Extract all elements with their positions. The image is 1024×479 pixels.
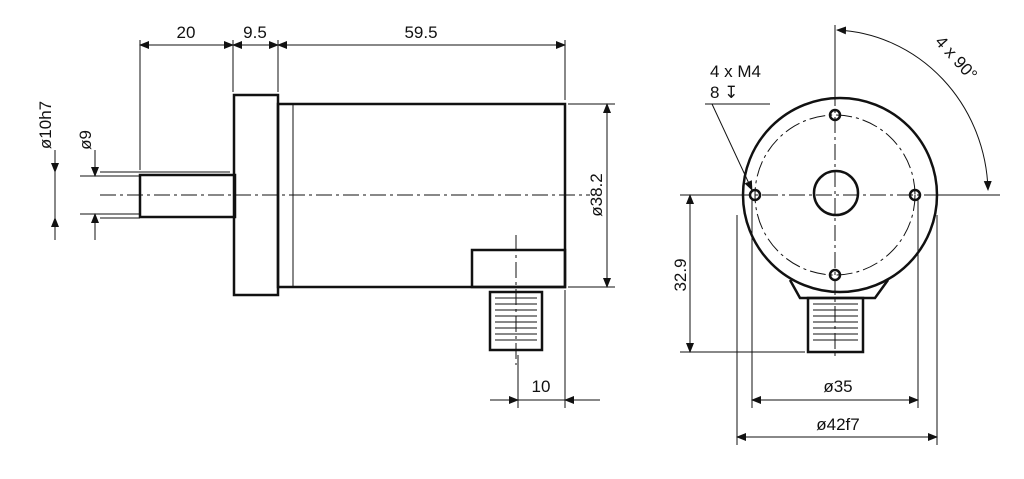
connector-housing [470, 248, 567, 289]
shaft [138, 173, 237, 219]
connector-thread [488, 235, 544, 365]
angle-label: 4 x 90° [931, 32, 981, 84]
dim-body-diameter: ø38.2 [587, 173, 606, 216]
dim-shaft-inner-diameter: ø9 [76, 130, 95, 150]
holes-label: 4 x M4 [710, 62, 761, 81]
bolt-circle [754, 114, 916, 276]
dim-outer-diameter: ø42f7 [816, 415, 859, 434]
front-view: 4 x M4 8 ↧ 4 x 90° 32.9 ø35 ø42f7 [671, 25, 1000, 445]
connector-base [788, 279, 890, 300]
dim-flange-width: 9.5 [243, 23, 267, 42]
dim-connector-offset: 10 [532, 377, 551, 396]
dim-shaft-diameter: ø10h7 [36, 101, 55, 149]
body [276, 102, 567, 289]
dim-shaft-length: 20 [177, 23, 196, 42]
dim-bolt-circle: ø35 [823, 377, 852, 396]
side-view: 20 9.5 59.5 ø10h7 ø9 ø38.2 10 [36, 23, 615, 408]
front-connector-thread [806, 296, 865, 354]
center-bore [812, 169, 860, 217]
dim-connector-height: 32.9 [671, 258, 690, 291]
dim-body-length: 59.5 [404, 23, 437, 42]
hole-depth-label: 8 ↧ [710, 83, 738, 102]
